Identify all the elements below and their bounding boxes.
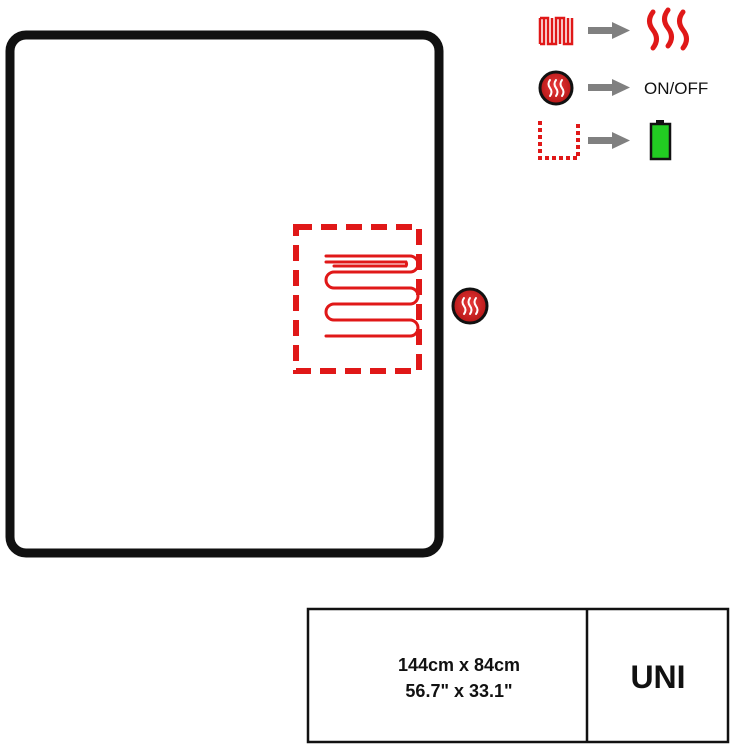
- heating-element-symbol-back: [540, 18, 570, 46]
- heat-button[interactable]: [451, 287, 489, 325]
- size-table: 144cm x 84cm 56.7" x 33.1" UNI: [306, 607, 730, 744]
- blanket-outline: [5, 30, 444, 558]
- battery-pocket-symbol: [538, 121, 580, 160]
- battery-pocket-outline: [293, 224, 422, 374]
- on-off-label: ON/OFF: [644, 79, 708, 98]
- arrow-right-icon: [588, 22, 630, 39]
- legend: ON/OFF: [538, 7, 708, 161]
- dimensions-cm: 144cm x 84cm: [398, 655, 520, 675]
- heating-element-inner: [324, 260, 409, 268]
- heat-waves-icon: [461, 297, 479, 315]
- arrow-right-icon: [588, 79, 630, 96]
- legend-row-heating: [538, 7, 689, 51]
- heating-element-symbol: [538, 16, 574, 46]
- size-label: UNI: [630, 659, 685, 695]
- battery-icon: [649, 120, 672, 161]
- dimensions-inches: 56.7" x 33.1": [405, 681, 512, 701]
- heat-waves-icon: [647, 7, 689, 51]
- arrow-right-icon: [588, 132, 630, 149]
- legend-row-button: ON/OFF: [538, 70, 708, 106]
- legend-row-pocket: [538, 120, 672, 161]
- heating-element: [324, 254, 420, 338]
- heat-button-symbol: [538, 70, 574, 106]
